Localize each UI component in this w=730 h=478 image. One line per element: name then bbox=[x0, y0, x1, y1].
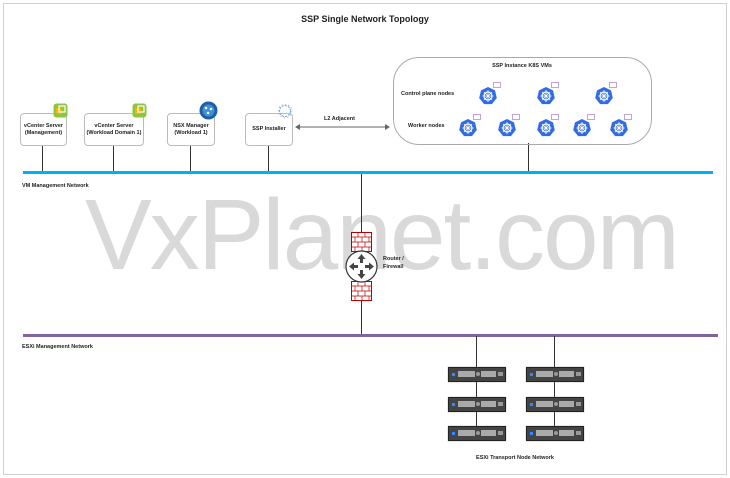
esxi-host-server[interactable] bbox=[448, 367, 506, 382]
worker-node[interactable] bbox=[609, 114, 633, 143]
worker-node[interactable] bbox=[458, 114, 482, 143]
router-firewall-label: Router / Firewall bbox=[383, 256, 404, 270]
connector bbox=[476, 336, 477, 440]
node-label: vCenter Server (Workload Domain 1) bbox=[86, 122, 142, 136]
frame bbox=[3, 3, 727, 475]
vcenter-management-node[interactable]: vCenter Server (Management) bbox=[20, 113, 67, 146]
k8s-group-title: SSP Instance K8S VMs bbox=[492, 63, 552, 69]
vm-management-network-line bbox=[23, 171, 713, 174]
kubernetes-icon bbox=[573, 114, 595, 137]
connector bbox=[554, 336, 555, 440]
transport-network-label: ESXi Transport Node Network bbox=[476, 455, 554, 461]
control-plane-node[interactable] bbox=[594, 82, 618, 111]
node-label: SSP Installer bbox=[252, 126, 286, 132]
firewall-icon bbox=[351, 281, 372, 301]
esxi-host-server[interactable] bbox=[526, 367, 584, 382]
connector bbox=[190, 144, 191, 172]
kubernetes-icon bbox=[537, 114, 559, 137]
worker-nodes-label: Worker nodes bbox=[408, 123, 445, 129]
kubernetes-icon bbox=[498, 114, 520, 137]
connector bbox=[42, 144, 43, 172]
vm-management-network-label: VM Management Network bbox=[22, 183, 89, 189]
worker-node[interactable] bbox=[536, 114, 560, 143]
worker-node[interactable] bbox=[572, 114, 596, 143]
gear-icon bbox=[277, 103, 293, 119]
vcenter-workload-node[interactable]: vCenter Server (Workload Domain 1) bbox=[84, 113, 144, 146]
connector bbox=[268, 144, 269, 172]
ssp-installer-node[interactable]: SSP Installer bbox=[245, 113, 293, 146]
control-plane-node[interactable] bbox=[536, 82, 560, 111]
vmware-icon bbox=[132, 103, 147, 118]
router-icon bbox=[345, 250, 378, 283]
worker-node[interactable] bbox=[497, 114, 521, 143]
control-plane-label: Control plane nodes bbox=[401, 91, 455, 97]
kubernetes-icon bbox=[537, 82, 559, 105]
kubernetes-icon bbox=[610, 114, 632, 137]
nsx-globe-icon bbox=[199, 101, 218, 120]
esxi-host-server[interactable] bbox=[448, 426, 506, 441]
diagram-title: SSP Single Network Topology bbox=[301, 14, 429, 24]
connector bbox=[528, 143, 529, 172]
l2-adjacent-arrow bbox=[295, 124, 390, 130]
ssp-k8s-instance-group bbox=[393, 57, 652, 145]
kubernetes-icon bbox=[479, 82, 501, 105]
firewall-icon bbox=[351, 232, 372, 252]
node-label: vCenter Server (Management) bbox=[23, 122, 64, 136]
esxi-management-network-line bbox=[23, 334, 718, 337]
kubernetes-icon bbox=[459, 114, 481, 137]
esxi-host-server[interactable] bbox=[526, 397, 584, 412]
kubernetes-icon bbox=[595, 82, 617, 105]
esxi-host-server[interactable] bbox=[526, 426, 584, 441]
l2-adjacent-label: L2 Adjacent bbox=[324, 116, 355, 122]
watermark: VxPlanet.com bbox=[85, 179, 680, 291]
esxi-host-server[interactable] bbox=[448, 397, 506, 412]
vmware-icon bbox=[53, 103, 68, 118]
control-plane-node[interactable] bbox=[478, 82, 502, 111]
node-label: NSX Manager (Workload 1) bbox=[173, 122, 209, 136]
esxi-management-network-label: ESXi Management Network bbox=[22, 344, 93, 350]
connector bbox=[113, 144, 114, 172]
